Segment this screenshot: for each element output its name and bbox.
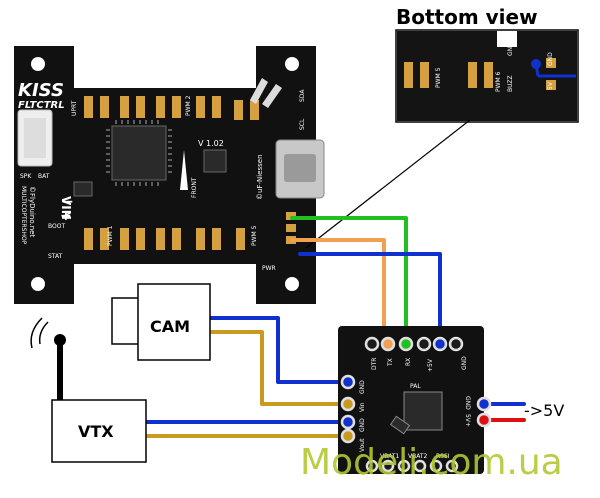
osd-pin-rx: RX	[405, 358, 412, 366]
osd-pin-gnd-right: GND	[464, 396, 471, 410]
osd-pin-vin: Vin	[359, 402, 366, 412]
plus-label: +	[60, 208, 72, 224]
pwr-label: PWR	[262, 265, 276, 272]
mounting-hole	[31, 57, 45, 71]
bv-gnd-top: GND	[507, 42, 514, 56]
mounting-hole	[285, 277, 299, 291]
osd-rssi: RSSI	[436, 453, 450, 460]
wire-blue-top	[298, 252, 442, 338]
osd-pin-tx: TX	[387, 358, 394, 367]
scl-label: SCL	[299, 118, 306, 130]
cam-label: CAM	[150, 317, 190, 336]
antenna-tip	[54, 334, 66, 346]
small-chip	[203, 149, 227, 173]
bv-5v: 5V	[547, 81, 554, 90]
osd-pin-vout: Vout	[359, 438, 366, 452]
wire-green	[290, 216, 408, 338]
boot-label: BOOT	[48, 223, 65, 230]
pwm2-label: PWM 2	[185, 95, 192, 116]
osd-pin-gnd-top: GND	[461, 356, 468, 370]
mounting-hole	[285, 57, 299, 71]
kiss-flight-controller: KISS FLTCTRL V 1.02 ©uF-Niessen VIN − + …	[14, 46, 325, 304]
osd-pin-gnd-left2: GND	[359, 418, 366, 432]
cam-block: CAM	[111, 283, 211, 361]
wires	[144, 216, 526, 438]
front-label: FRONT	[191, 177, 198, 198]
osd-board: GND +5V RX TX DTR GND Vin GND Vout GND 5…	[338, 326, 492, 474]
bv-pwm6: PWM 6	[495, 71, 502, 92]
wire-cam-blue	[208, 316, 350, 384]
antenna-signal-icon	[30, 317, 49, 349]
cam-lens	[111, 297, 141, 345]
bv-buzz: BUZZ	[507, 75, 514, 92]
pwm1-label: PWM 1	[107, 225, 114, 246]
bottom-view-title: Bottom view	[396, 5, 538, 29]
watermark: Modeli.com.ua	[300, 442, 563, 483]
mcu-chip	[111, 125, 167, 181]
vtx-body	[51, 399, 147, 463]
minus-label: −	[62, 194, 74, 210]
version-label: V 1.02	[198, 139, 224, 148]
power-label: ->5V	[524, 401, 564, 420]
mounting-hole	[31, 277, 45, 291]
vtx-block: VTX	[30, 317, 147, 463]
bat-label: BAT	[38, 173, 50, 180]
kiss-logo-sub: FLTCTRL	[18, 100, 65, 111]
credit-label: ©FlyDuino.net	[28, 186, 36, 237]
osd-small-chip	[389, 415, 411, 435]
small-chip	[73, 181, 93, 197]
subcredit-label: MULTICOPTERSHOP	[20, 186, 27, 245]
wire-cam-gold	[208, 330, 350, 406]
osd-pal-label: PAL	[410, 383, 421, 390]
osd-pin-dtr: DTR	[371, 358, 378, 370]
pwm5-label: PWM 5	[251, 225, 258, 246]
osd-pin-5v: +5V	[427, 358, 434, 372]
stat-label: STAT	[48, 253, 63, 260]
osd-pin-gnd-left1: GND	[359, 380, 366, 394]
osd-top-pins	[364, 336, 464, 352]
vtx-label: VTX	[78, 422, 114, 441]
bottom-view-inset: Bottom view GND GND 5V BUZZ PWM 6 PWM 5	[395, 5, 579, 123]
cam-body	[137, 283, 211, 361]
osd-vbat2: VBAT2	[408, 453, 428, 460]
designer-label: ©uF-Niessen	[256, 154, 264, 200]
osd-bottom-pins	[365, 459, 459, 473]
bv-gnd-right: GND	[547, 52, 554, 66]
bv-pwm5: PWM 5	[435, 67, 442, 88]
front-arrow-icon	[180, 150, 188, 190]
kiss-logo: KISS	[18, 80, 64, 101]
osd-chip	[403, 391, 443, 431]
sda-label: SDA	[299, 89, 306, 102]
osd-left-pins	[340, 374, 356, 444]
vin-label: VIN	[59, 196, 73, 220]
osd-vbat1: VBAT1	[380, 453, 400, 460]
osd-pin-5v-right: 5V+	[464, 414, 471, 427]
top-pads	[84, 96, 259, 120]
uprt-label: UPRT	[71, 100, 78, 116]
spk-label: SPK	[20, 173, 32, 180]
osd-right-pins	[476, 396, 492, 428]
wire-orange	[290, 238, 386, 338]
inset-pointer-line	[305, 119, 471, 249]
logo-stripes	[250, 78, 282, 108]
